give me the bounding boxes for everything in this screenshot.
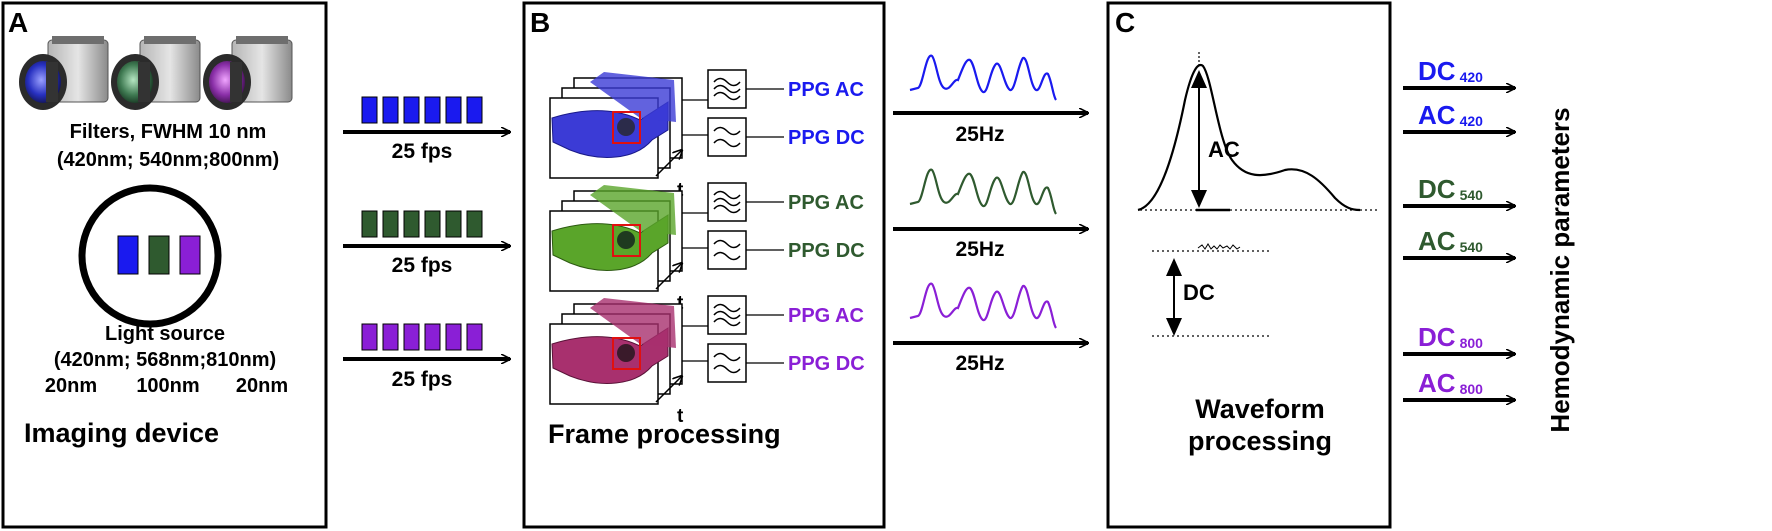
panel-c-frame <box>1106 1 1392 529</box>
ppg-ac-label-purple: PPG AC <box>788 305 864 327</box>
panel-c-title-line2: processing <box>1188 426 1332 456</box>
light-label-line2: (420nm; 568nm;810nm) <box>54 349 276 371</box>
hz-label-blue: 25Hz <box>955 123 1004 146</box>
signal-green: 25Hz <box>893 168 1088 261</box>
panel-a-frame <box>1 1 328 529</box>
fps-label-blue: 25 fps <box>392 140 453 163</box>
light-bandwidth-3: 20nm <box>236 375 288 397</box>
light-bandwidth-2: 100nm <box>136 375 199 397</box>
ppg-ac-label-green: PPG AC <box>788 192 864 214</box>
signal-purple: 25Hz <box>893 282 1088 375</box>
camera-purple-icon <box>203 36 293 110</box>
fps-label-purple: 25 fps <box>392 368 453 391</box>
frame-stream-green: 25 fps <box>343 210 510 277</box>
fps-label-green: 25 fps <box>392 254 453 277</box>
frame-row-purple: t PPG AC PPG DC <box>549 295 865 427</box>
led-purple <box>179 235 201 275</box>
small-ac-ripple <box>1197 243 1241 250</box>
led-blue <box>117 235 139 275</box>
light-bandwidth-1: 20nm <box>45 375 97 397</box>
panel-c: C AC DC Waveform processing <box>1106 1 1392 529</box>
hz-label-green: 25Hz <box>955 238 1004 261</box>
signal-blue: 25Hz <box>893 54 1088 146</box>
camera-blue-icon <box>19 36 109 110</box>
dc-label: DC <box>1183 280 1215 305</box>
filters-label-line2: (420nm; 540nm;800nm) <box>57 149 279 171</box>
panel-a: A Filters, FWHM 10 nm (420nm; 540nm;800n… <box>1 1 328 529</box>
ac-label: AC <box>1208 137 1240 162</box>
light-label-line1: Light source <box>105 323 225 345</box>
ppg-dc-label-purple: PPG DC <box>788 353 865 375</box>
led-green <box>148 235 170 275</box>
lowpass-filter-icon <box>707 117 747 157</box>
roi-box-green <box>612 224 641 257</box>
ppg-waveform-green <box>909 168 1057 215</box>
hz-label-purple: 25Hz <box>955 352 1004 375</box>
panel-c-letter: C <box>1115 7 1135 38</box>
panel-a-letter: A <box>8 7 28 38</box>
ppg-dc-label-blue: PPG DC <box>788 127 865 149</box>
panel-b-title: Frame processing <box>548 419 781 449</box>
ppg-ac-label-blue: PPG AC <box>788 79 864 101</box>
ppg-waveform-blue <box>909 54 1057 101</box>
frame-stream-purple: 25 fps <box>343 323 510 391</box>
roi-box-blue <box>612 111 641 144</box>
light-source-ring <box>78 184 222 328</box>
panel-a-title: Imaging device <box>24 418 219 448</box>
pulse-waveform <box>1137 63 1361 212</box>
frame-row-blue: t PPG AC PPG DC <box>549 69 865 201</box>
side-title: Hemodynamic parameters <box>1545 107 1575 432</box>
roi-box-purple <box>612 337 641 370</box>
time-axis-label-purple: t <box>677 406 684 427</box>
panel-b: B <box>522 1 886 529</box>
panel-c-title-line1: Waveform <box>1195 394 1325 424</box>
camera-green-icon <box>111 36 201 110</box>
panel-b-frame <box>522 1 886 529</box>
ppg-waveform-purple <box>909 282 1057 329</box>
frame-row-green: t PPG AC PPG DC <box>549 182 865 314</box>
filters-label-line1: Filters, FWHM 10 nm <box>70 121 267 143</box>
panel-b-letter: B <box>530 7 550 38</box>
ppg-dc-label-green: PPG DC <box>788 240 865 262</box>
frame-stream-blue: 25 fps <box>343 96 510 163</box>
